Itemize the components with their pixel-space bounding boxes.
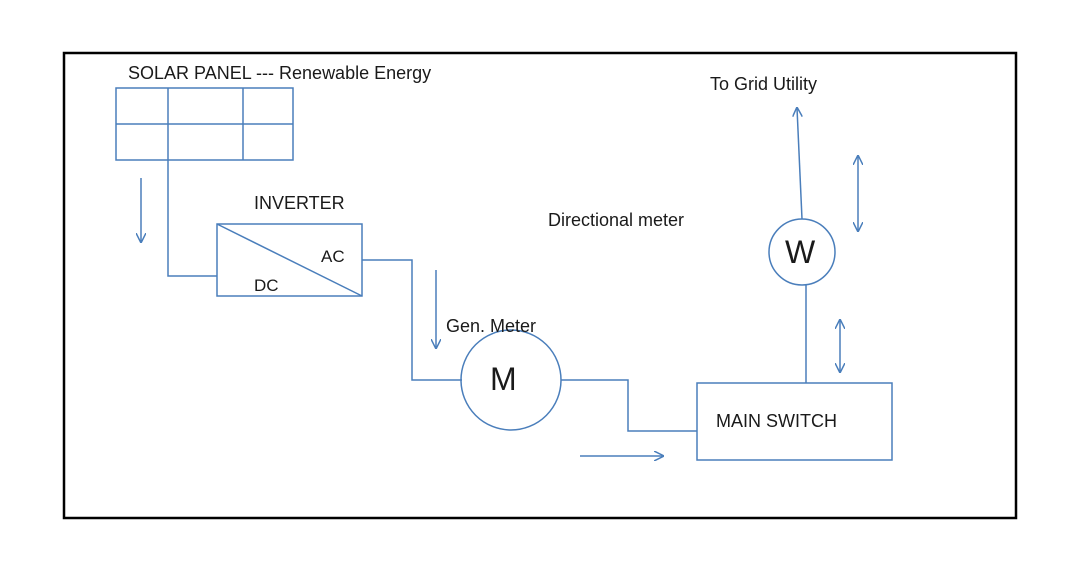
grid-arrow [797, 108, 803, 220]
dc-label: DC [254, 276, 279, 295]
diagram-frame [62, 51, 1018, 520]
directional-meter-label: Directional meter [548, 210, 685, 230]
main-switch-label: MAIN SWITCH [716, 411, 837, 431]
directional-meter-symbol: W [785, 234, 816, 270]
solar-panel-label: SOLAR PANEL --- Renewable Energy [128, 63, 432, 83]
wire-inverter-genmeter [362, 259, 462, 381]
solar-panel [115, 87, 294, 161]
ac-label: AC [321, 247, 345, 266]
wire-panel-inverter [167, 160, 217, 277]
wire-genmeter-mainswitch [561, 379, 697, 432]
main-switch-box [696, 382, 893, 461]
to-grid-label: To Grid Utility [710, 74, 818, 94]
inverter-label: INVERTER [254, 193, 345, 213]
gen-meter-symbol: M [490, 361, 517, 397]
gen-meter-label: Gen. Meter [446, 316, 537, 336]
